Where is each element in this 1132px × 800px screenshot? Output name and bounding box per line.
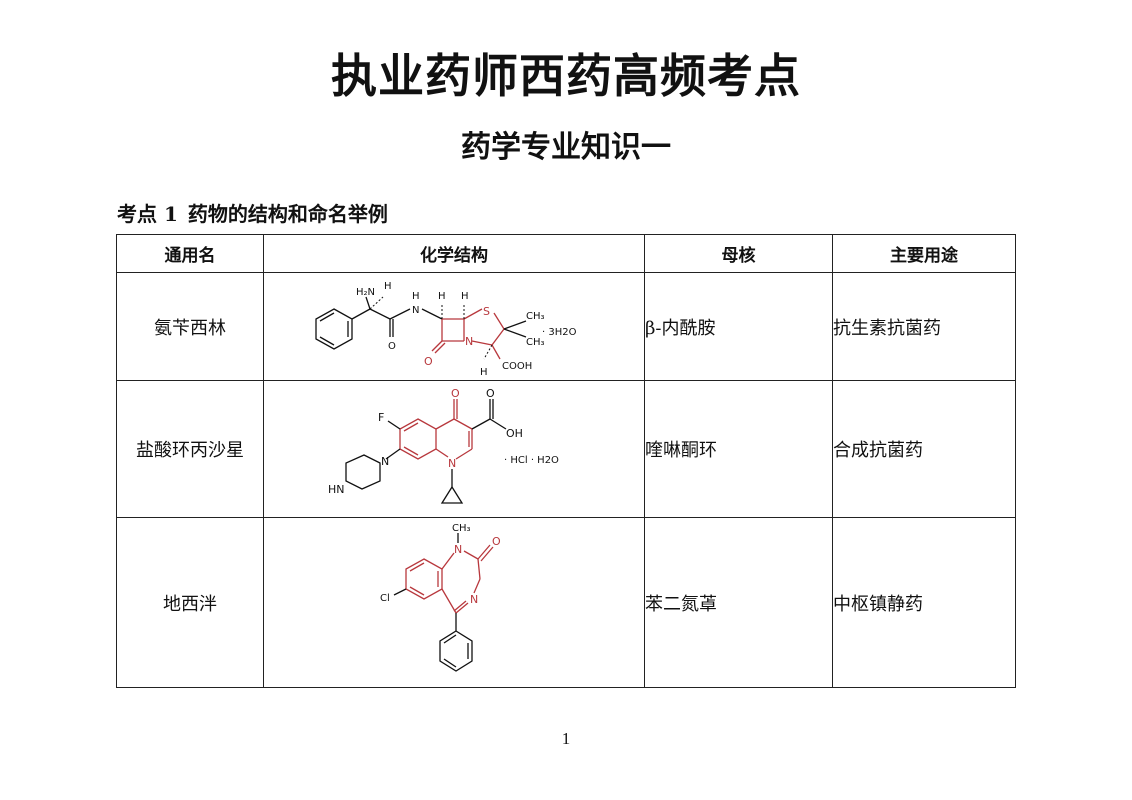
page-title: 执业药师西药高频考点: [331, 49, 801, 103]
label-cl: Cl: [380, 593, 390, 604]
chemical-structure-cell: CH₃ Cl N O N: [263, 517, 645, 688]
section-heading: 考点 1 药物的结构和命名举例: [117, 198, 388, 227]
label-nh-n: N: [412, 305, 419, 316]
drug-table: 通用名 化学结构 母核 主要用途 氨苄西林: [116, 234, 1016, 688]
label-salt: · HCl · H2O: [504, 455, 559, 466]
label-h: H: [461, 291, 469, 302]
parent-nucleus: 苯二氮䓬: [644, 517, 833, 688]
label-s: S: [483, 305, 490, 318]
header-parent-nucleus: 母核: [644, 234, 833, 273]
table-row: 氨苄西林: [116, 272, 1016, 381]
section-number: 考点 1: [117, 202, 178, 226]
label-n: N: [465, 335, 473, 348]
main-use: 合成抗菌药: [832, 380, 1016, 518]
label-h2n: H₂N: [356, 287, 375, 298]
label-ch3: CH₃: [452, 523, 471, 534]
label-n: N: [454, 543, 462, 556]
drug-name: 地西泮: [116, 517, 264, 688]
label-hydrate: · 3H2O: [542, 327, 577, 338]
header-chemical-structure: 化学结构: [263, 234, 645, 273]
label-o: O: [388, 341, 396, 352]
page-subtitle: 药学专业知识一: [461, 130, 671, 165]
header-generic-name: 通用名: [116, 234, 264, 273]
label-nh-h: H: [412, 291, 420, 302]
chemical-structure-cell: F O OH N HN · HCl · H2O O N: [263, 380, 645, 518]
label-hn: HN: [328, 483, 345, 496]
table-row: 地西泮: [116, 517, 1016, 688]
page-number: 1: [561, 729, 571, 748]
ciprofloxacin-structure-diagram: F O OH N HN · HCl · H2O O N: [328, 387, 559, 504]
main-use: 中枢镇静药: [832, 517, 1016, 688]
parent-nucleus: β-内酰胺: [644, 272, 833, 381]
label-o: O: [424, 355, 433, 368]
label-ch3: CH₃: [526, 337, 545, 348]
diazepam-structure-diagram: CH₃ Cl N O N: [380, 523, 501, 672]
label-n: N: [470, 593, 478, 606]
table-header-row: 通用名 化学结构 母核 主要用途: [116, 234, 1016, 273]
label-cooh: COOH: [502, 361, 532, 372]
label-oh: OH: [506, 427, 523, 440]
main-use: 抗生素抗菌药: [832, 272, 1016, 381]
label-n: N: [381, 455, 389, 468]
parent-nucleus: 喹啉酮环: [644, 380, 833, 518]
drug-name: 氨苄西林: [116, 272, 264, 381]
label-f: F: [378, 411, 384, 424]
label-h: H: [480, 367, 488, 378]
label-ch3: CH₃: [526, 311, 545, 322]
label-h: H: [438, 291, 446, 302]
section-title: 药物的结构和命名举例: [187, 202, 388, 226]
header-main-use: 主要用途: [832, 234, 1016, 273]
label-o: O: [486, 387, 495, 400]
ampicillin-structure-diagram: H₂N H N H H H O H COOH CH₃ CH₃ · 3H2O: [315, 281, 577, 378]
label-n: N: [448, 457, 456, 470]
label-o: O: [492, 535, 501, 548]
chemical-structure-cell: H₂N H N H H H O H COOH CH₃ CH₃ · 3H2O: [263, 272, 645, 381]
label-h: H: [384, 281, 392, 292]
drug-name: 盐酸环丙沙星: [116, 380, 264, 518]
table-row: 盐酸环丙沙星: [116, 380, 1016, 518]
label-o: O: [451, 387, 460, 400]
